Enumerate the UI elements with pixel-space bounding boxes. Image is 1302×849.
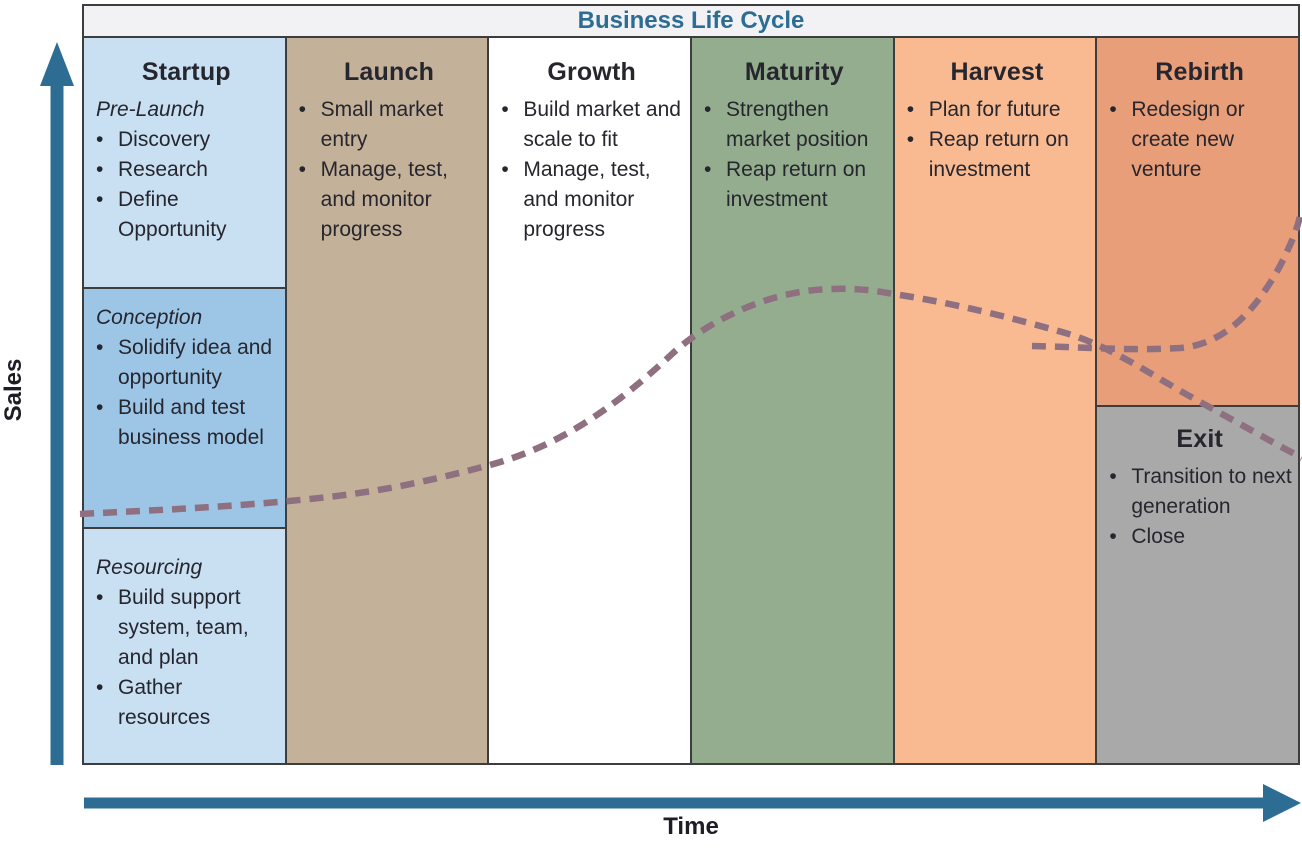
stage-column-maturity: Maturity •Strengthen market position •Re…	[690, 36, 895, 765]
stage-column-rebirth: Rebirth •Redesign or create new venture …	[1095, 36, 1301, 765]
stage-header-startup: Startup	[141, 58, 231, 86]
list-item: •Plan for future	[905, 95, 1090, 125]
bullet-marker: •	[96, 158, 104, 181]
bullet-marker: •	[96, 676, 104, 699]
bullet-marker: •	[906, 128, 915, 151]
stage-column-launch: Launch •Small market entry •Manage, test…	[284, 36, 490, 765]
x-axis-label-time: Time	[663, 813, 719, 840]
list-item: •Define Opportunity	[94, 185, 279, 245]
list-item: •Manage, test, and monitor progress	[297, 155, 482, 245]
list-item: •Small market entry	[297, 95, 482, 155]
bullet-marker: •	[1109, 525, 1117, 548]
bullet-marker: •	[704, 98, 712, 121]
bullet-marker: •	[298, 98, 307, 121]
list-item: •Reap return on investment	[905, 125, 1090, 185]
bullet-marker: •	[96, 396, 104, 419]
bullet-marker: •	[96, 586, 104, 609]
list-item: •Gather resources	[94, 673, 279, 733]
stage-header-growth: Growth	[547, 58, 637, 86]
diagram-title: Business Life Cycle	[577, 7, 805, 34]
stage-column-growth: Growth •Build market and scale to fit •M…	[487, 36, 693, 765]
bullet-marker: •	[96, 188, 104, 211]
list-item: •Research	[94, 155, 279, 185]
stage-columns: Startup Pre-Launch •Discovery •Research …	[82, 36, 1301, 765]
stage-column-harvest: Harvest •Plan for future •Reap return on…	[892, 36, 1098, 765]
bullet-marker: •	[501, 98, 509, 121]
startup-resourcing-section: Resourcing •Build support system, team, …	[84, 527, 285, 763]
rebirth-section: Rebirth •Redesign or create new venture	[1097, 38, 1299, 405]
list-item: •Redesign or create new venture	[1107, 95, 1292, 185]
startup-conception-section: Conception •Solidify idea and opportunit…	[84, 287, 285, 527]
bullet-marker: •	[906, 98, 915, 121]
conception-subtitle: Conception	[96, 306, 203, 329]
diagram-title-bar: Business Life Cycle	[82, 4, 1300, 38]
list-item: •Build support system, team, and plan	[94, 583, 279, 673]
bullet-marker: •	[1109, 98, 1117, 121]
list-item: •Discovery	[94, 125, 279, 155]
bullet-marker: •	[96, 336, 104, 359]
list-item: •Strengthen market position	[702, 95, 887, 155]
growth-section: Growth •Build market and scale to fit •M…	[489, 38, 690, 245]
list-item: •Close	[1107, 522, 1292, 552]
bullet-marker: •	[501, 158, 509, 181]
harvest-section: Harvest •Plan for future •Reap return on…	[895, 38, 1096, 185]
stage-header-exit: Exit	[1176, 425, 1224, 453]
list-item: •Reap return on investment	[702, 155, 887, 215]
exit-section: Exit •Transition to next generation •Clo…	[1097, 405, 1299, 763]
resourcing-subtitle: Resourcing	[96, 556, 203, 579]
list-item: •Transition to next generation	[1107, 462, 1292, 522]
bullet-marker: •	[1109, 465, 1117, 488]
maturity-section: Maturity •Strengthen market position •Re…	[692, 38, 893, 215]
stage-header-launch: Launch	[343, 58, 435, 86]
list-item: •Solidify idea and opportunity	[94, 333, 279, 393]
launch-section: Launch •Small market entry •Manage, test…	[287, 38, 488, 245]
list-item: •Manage, test, and monitor progress	[499, 155, 684, 245]
y-axis-arrow	[40, 42, 74, 765]
bullet-marker: •	[96, 128, 104, 151]
y-axis-label-sales: Sales	[0, 358, 27, 422]
list-item: •Build and test business model	[94, 393, 279, 453]
stage-header-harvest: Harvest	[950, 58, 1044, 86]
startup-prelaunch-section: Startup Pre-Launch •Discovery •Research …	[84, 38, 285, 287]
stage-header-maturity: Maturity	[744, 58, 844, 86]
stage-header-rebirth: Rebirth	[1155, 58, 1245, 86]
bullet-marker: •	[704, 158, 712, 181]
bullet-marker: •	[298, 158, 307, 181]
list-item: •Build market and scale to fit	[499, 95, 684, 155]
stage-column-startup: Startup Pre-Launch •Discovery •Research …	[82, 36, 287, 765]
prelaunch-subtitle: Pre-Launch	[96, 98, 205, 121]
